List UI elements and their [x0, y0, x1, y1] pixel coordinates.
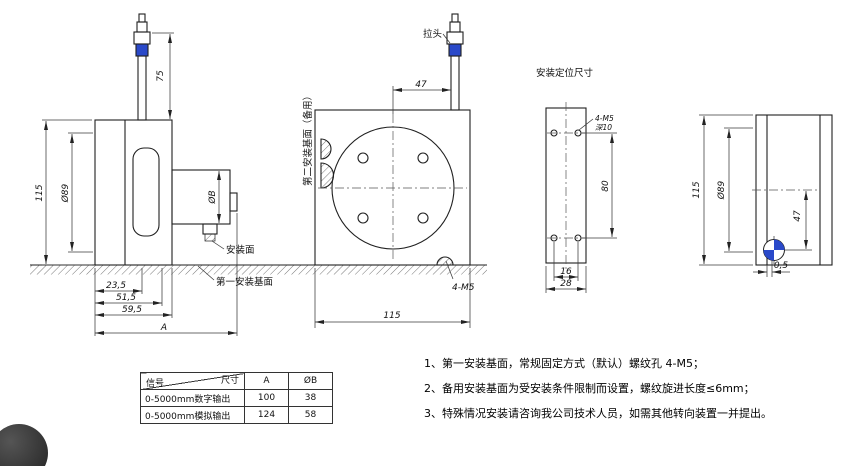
shaft-stub — [229, 192, 238, 212]
ground-hatch — [300, 265, 487, 275]
bolt-hole — [417, 152, 429, 164]
pull-head — [133, 31, 151, 45]
bolt-hole — [357, 152, 369, 164]
cell-a: 100 — [244, 389, 289, 407]
table-header-row: 尺寸 信号 A ØB — [140, 372, 333, 390]
dim-end-body-diameter: Ø89 — [716, 180, 727, 200]
shaft-cylinder — [171, 169, 231, 225]
cell-a: 124 — [244, 406, 289, 424]
side-view-dimensions — [42, 32, 238, 336]
dim-end-body-height: 115 — [692, 181, 702, 198]
corner-blob — [0, 424, 48, 466]
screw-section-mark — [436, 256, 454, 266]
spec-table: 尺寸 信号 A ØB 0-5000mm数字输出 100 38 0-5000mm模… — [140, 372, 333, 424]
dim-body-height: 115 — [35, 184, 45, 201]
label-second-base: 第二安装基面（备用） — [302, 91, 314, 186]
cell-b: 38 — [288, 389, 333, 407]
install-view-dimensions — [545, 118, 617, 293]
dim-end-wire-offset: 47 — [793, 210, 803, 222]
side-view-geometry — [30, 13, 300, 275]
dim-offset-2: 51,5 — [116, 293, 136, 303]
dim-total-length: A — [160, 323, 167, 333]
header-size: 尺寸 — [220, 376, 239, 386]
notes-list: 1、第一安装基面，常规固定方式（默认）螺纹孔 4-M5； 2、备用安装基面为受安… — [424, 351, 772, 426]
header-col-a: A — [244, 372, 289, 390]
front-view-dimensions — [314, 33, 471, 328]
dim-shaft-diameter: ØB — [207, 190, 218, 204]
dim-offset-1: 23,5 — [106, 281, 126, 291]
dim-rod-length: 75 — [156, 70, 166, 82]
body-slot — [132, 147, 160, 237]
label-pull-head: 拉头 — [423, 28, 442, 40]
pull-head-front-blue-part — [448, 43, 462, 57]
end-view: 115 Ø89 47 0,5 — [692, 114, 833, 277]
end-view-dimensions — [699, 114, 812, 277]
second-base-section-mark — [320, 138, 332, 160]
table-row: 0-5000mm模拟输出 124 58 — [140, 406, 333, 424]
dim-body-width: 115 — [383, 311, 400, 321]
mount-foot-hatch — [204, 233, 216, 242]
install-view: 安装定位尺寸 — [536, 67, 617, 293]
dim-gap: 0,5 — [774, 261, 789, 271]
label-screw-holes: 4-M5 — [452, 283, 475, 293]
label-thread-depth: 深10 — [595, 123, 612, 132]
note-2: 2、备用安装基面为受安装条件限制而设置，螺纹旋进长度≤6mm； — [424, 382, 755, 395]
datum-target-icon — [763, 239, 785, 261]
install-view-title: 安装定位尺寸 — [536, 67, 594, 79]
label-first-base: 第一安装基面 — [216, 276, 273, 288]
note-3: 3、特殊情况安装请咨询我公司技术人员，如需其他转向装置一并提出。 — [424, 407, 772, 420]
front-view-geometry — [300, 13, 487, 275]
ground-hatch — [30, 265, 300, 275]
header-col-b: ØB — [288, 372, 333, 390]
cell-signal: 0-5000mm数字输出 — [140, 389, 245, 407]
cell-signal: 0-5000mm模拟输出 — [140, 406, 245, 424]
table-header-diagonal: 尺寸 信号 — [140, 372, 245, 390]
front-view-centerlines — [318, 114, 467, 261]
front-view: 拉头 47 第二安装基面（备用） 4-M5 115 — [300, 13, 487, 328]
label-screw-holes-plate: 4-M5 — [595, 114, 614, 123]
wire-rod-front — [450, 55, 460, 111]
table-row: 0-5000mm数字输出 100 38 — [140, 389, 333, 407]
cad-drawing: 75 115 Ø89 ØB 安装面 第一安装基面 23,5 51,5 59,5 … — [30, 13, 833, 336]
dim-offset-3: 59,5 — [122, 305, 142, 315]
pull-head-blue-part — [135, 43, 149, 57]
dim-body-diameter: Ø89 — [60, 183, 71, 203]
note-1: 1、第一安装基面，常规固定方式（默认）螺纹孔 4-M5； — [424, 357, 704, 370]
bolt-hole — [417, 212, 429, 224]
side-view: 75 115 Ø89 ØB 安装面 第一安装基面 23,5 51,5 59,5 … — [30, 13, 300, 336]
install-view-centerlines — [547, 102, 585, 270]
mount-foot — [202, 223, 218, 235]
dim-hole-pitch-h: 16 — [560, 267, 572, 277]
dim-wire-offset: 47 — [415, 80, 427, 90]
label-mount-face: 安装面 — [226, 244, 255, 256]
bolt-hole — [357, 212, 369, 224]
dim-hole-pitch-v: 80 — [601, 180, 611, 192]
dim-plate-width: 28 — [560, 279, 572, 289]
cell-b: 58 — [288, 406, 333, 424]
header-signal: 信号 — [146, 379, 165, 389]
wire-rod — [137, 55, 147, 121]
front-body-outline — [314, 109, 471, 266]
